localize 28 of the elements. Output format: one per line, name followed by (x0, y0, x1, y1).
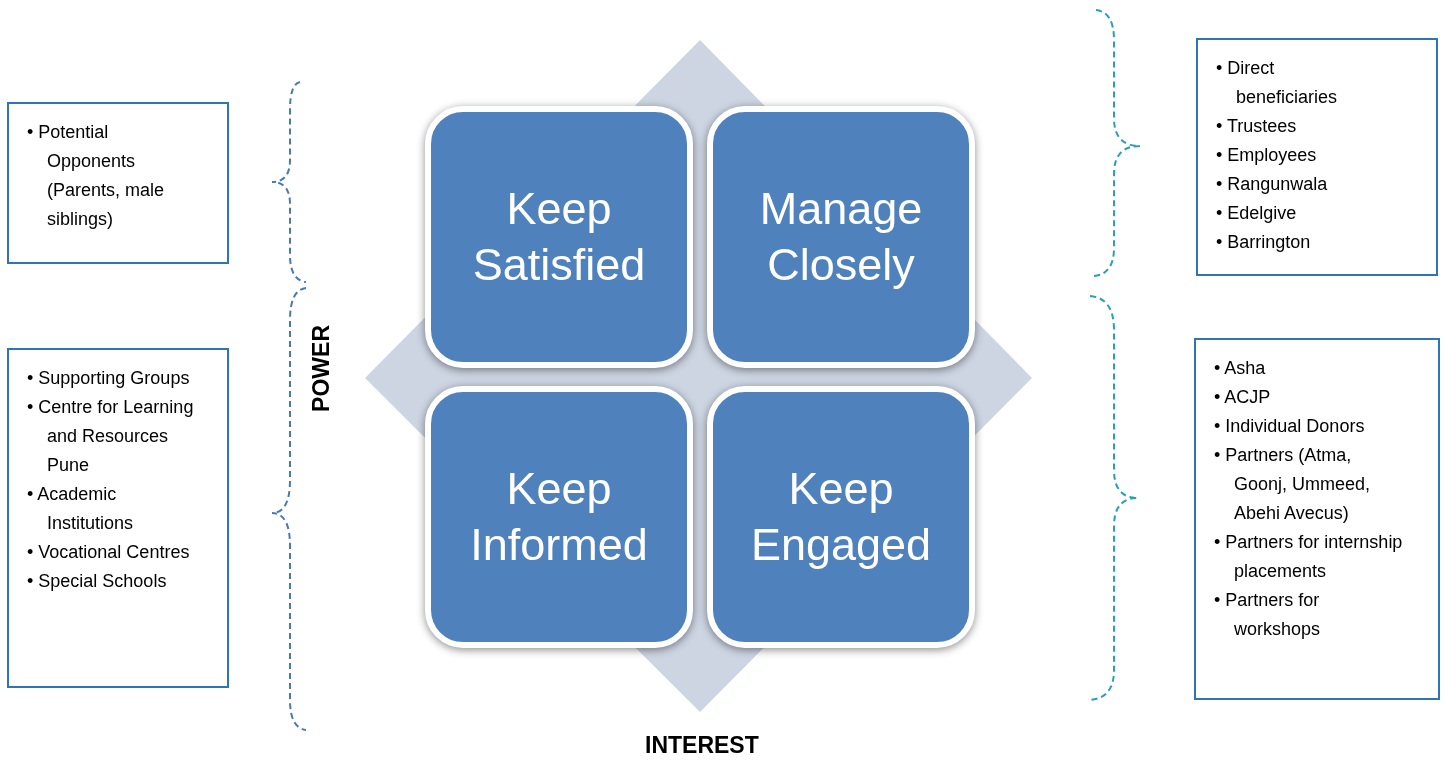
list-item: • Direct beneficiaries (1216, 57, 1339, 109)
list-item: • Barrington (1216, 231, 1312, 254)
quadrant-tile: Keep Informed (425, 386, 693, 648)
list-box (7, 102, 229, 264)
list-item: • Asha (1214, 357, 1267, 380)
list-item: • Individual Donors (1214, 415, 1366, 438)
list-box (1196, 38, 1438, 276)
list-item: • Potential Opponents (Parents, male siblings) (27, 121, 166, 231)
list-item: • Special Schools (27, 570, 168, 593)
list-item: • Partners for internship placements (1214, 531, 1404, 583)
list-box (1194, 338, 1440, 700)
list-box (7, 348, 229, 688)
quadrant-tile: Keep Engaged (707, 386, 975, 648)
list-item: • Academic Institutions (27, 483, 135, 535)
list-item: • Employees (1216, 144, 1318, 167)
list-item: • Partners (Atma, Goonj, Ummeed, Abehi Avecus) (1214, 444, 1372, 525)
list-item: • Centre for Learning and Resources Pune (27, 396, 195, 477)
list-item: • Vocational Centres (27, 541, 191, 564)
list-item: • Partners for workshops (1214, 589, 1322, 641)
quadrant-tile: Keep Satisfied (425, 106, 693, 368)
list-item: • Supporting Groups (27, 367, 191, 390)
list-item: • Trustees (1216, 115, 1298, 138)
axis-label: INTEREST (645, 732, 759, 759)
list-item: • ACJP (1214, 386, 1272, 409)
quadrant-tile: Manage Closely (707, 106, 975, 368)
list-item: • Rangunwala (1216, 173, 1329, 196)
axis-label: POWER (308, 325, 335, 412)
list-item: • Edelgive (1216, 202, 1298, 225)
